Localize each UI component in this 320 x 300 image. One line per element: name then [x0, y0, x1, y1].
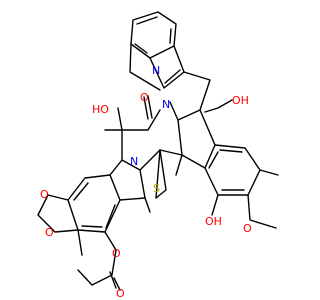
bond — [164, 69, 181, 84]
bond — [149, 45, 185, 89]
bond — [169, 101, 201, 121]
bond — [104, 129, 183, 171]
molecule-diagram: N O HO OH N N S OH O O O O O — [37, 11, 279, 300]
bond — [208, 149, 245, 191]
atom-ho-left: HO — [92, 103, 109, 116]
bond — [259, 169, 279, 176]
atom-o-top: O — [140, 91, 149, 104]
bond — [204, 144, 261, 196]
atom-labels: N O HO OH N N S OH O O O O O — [40, 64, 252, 300]
atom-o-diox2: O — [45, 226, 54, 239]
atom-o-diox1: O — [40, 188, 49, 201]
bond — [77, 229, 83, 256]
bond — [211, 194, 219, 216]
bond — [247, 194, 277, 229]
atom-n-left: N — [130, 155, 138, 168]
bond — [129, 43, 161, 91]
atom-o-ester: O — [112, 247, 121, 260]
bond — [143, 95, 153, 120]
atom-oh-right: OH — [232, 94, 249, 107]
bond — [73, 182, 116, 229]
bond — [119, 169, 146, 201]
atom-s: S — [153, 182, 160, 195]
bond — [181, 109, 216, 169]
atom-n-center: N — [162, 98, 170, 111]
atom-oh-lower: OH — [205, 215, 222, 228]
bond — [183, 71, 211, 111]
bonds — [37, 11, 279, 291]
bond — [134, 16, 172, 54]
bond — [109, 159, 123, 201]
bond — [77, 269, 93, 286]
bond — [175, 119, 183, 176]
bond — [117, 107, 161, 131]
structure-svg: N O HO OH N N S OH O O O O O — [37, 11, 279, 300]
bond — [144, 149, 161, 213]
atom-o-methoxy: O — [243, 222, 252, 235]
atom-n-top: N — [152, 64, 160, 77]
bond — [204, 99, 233, 113]
bond — [37, 194, 79, 233]
atom-o-carbonyl: O — [116, 287, 125, 300]
bond — [67, 174, 121, 233]
bond — [91, 231, 121, 291]
bond — [155, 149, 167, 199]
